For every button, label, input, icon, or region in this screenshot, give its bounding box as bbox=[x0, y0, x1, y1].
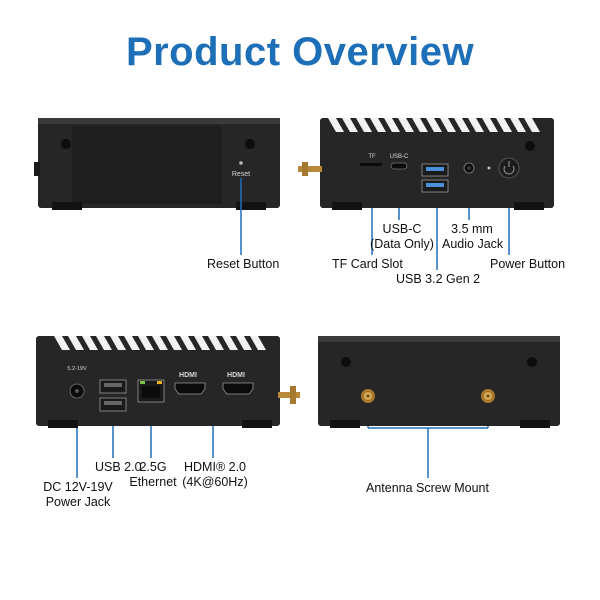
screw-hole-icon bbox=[245, 139, 255, 149]
hdmi2-port-text: HDMI bbox=[227, 372, 245, 379]
tf-slot-icon bbox=[360, 163, 382, 166]
tf-port-text: TF bbox=[368, 154, 376, 160]
power-button-icon bbox=[498, 157, 520, 179]
screw-hole-icon bbox=[61, 139, 71, 149]
ethernet-label-line2: Ethernet bbox=[129, 475, 177, 489]
antenna-mount-icon bbox=[361, 389, 375, 403]
audio-label-line2: Audio Jack bbox=[442, 237, 504, 251]
ethernet-label: 2.5G Ethernet bbox=[126, 460, 180, 490]
audio-jack-label: 3.5 mm Audio Jack bbox=[442, 222, 504, 252]
antenna-connector-icon bbox=[278, 392, 300, 398]
device-top-right: TF USB-C bbox=[298, 118, 554, 210]
device-bottom-right bbox=[318, 336, 560, 428]
vent-slats bbox=[54, 336, 266, 350]
audio-label-line1: 3.5 mm bbox=[451, 222, 493, 236]
usb20-label: USB 2.0 bbox=[95, 460, 142, 474]
usbc-label-line2: (Data Only) bbox=[370, 237, 434, 251]
hdmi-label-line1: HDMI® 2.0 bbox=[184, 460, 246, 474]
device-top-left: Reset bbox=[34, 118, 280, 210]
usbc-label: USB-C (Data Only) bbox=[370, 222, 434, 252]
dc-port-text: 5.2-19V bbox=[67, 366, 87, 372]
antenna-mount-icon bbox=[481, 389, 495, 403]
antenna-screw-mount-label: Antenna Screw Mount bbox=[366, 481, 489, 495]
vent-slats bbox=[328, 118, 540, 132]
screw-hole-icon bbox=[341, 357, 351, 367]
ethernet-label-line1: 2.5G bbox=[139, 460, 167, 474]
hdmi1-port-text: HDMI bbox=[179, 372, 197, 379]
dc-label-line1: DC 12V-19V bbox=[43, 480, 113, 494]
device-bottom-left: 5.2-19V HDMI HDMI bbox=[36, 336, 300, 428]
screw-hole-icon bbox=[527, 357, 537, 367]
usbc-port-icon bbox=[390, 162, 408, 170]
usbc-label-line1: USB-C bbox=[382, 222, 422, 236]
dc-power-jack-label: DC 12V-19V Power Jack bbox=[40, 480, 116, 510]
screw-hole-icon bbox=[525, 141, 535, 151]
antenna-connector-icon bbox=[298, 166, 322, 172]
page-title: Product Overview bbox=[125, 30, 475, 74]
usbc-port-text: USB-C bbox=[390, 154, 409, 160]
power-button-label: Power Button bbox=[490, 257, 566, 271]
hdmi-label-line2: (4K@60Hz) bbox=[182, 475, 248, 489]
reset-button-label: Reset Button bbox=[207, 257, 280, 271]
usb32-label: USB 3.2 Gen 2 bbox=[396, 272, 481, 286]
hdmi-label: HDMI® 2.0 (4K@60Hz) bbox=[180, 460, 250, 490]
hdmi-port-icon bbox=[222, 382, 254, 395]
tf-card-slot-label: TF Card Slot bbox=[332, 257, 403, 271]
reset-pinhole-icon bbox=[239, 161, 243, 165]
reset-port-text: Reset bbox=[232, 171, 250, 178]
hdmi-port-icon bbox=[174, 382, 206, 395]
dc-label-line2: Power Jack bbox=[45, 495, 111, 509]
